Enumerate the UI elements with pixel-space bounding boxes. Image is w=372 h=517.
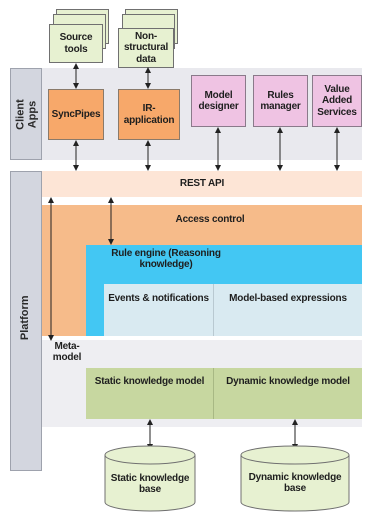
- static-knowledge-base-top: [104, 445, 196, 465]
- knowledge-models-panel: [86, 368, 362, 419]
- models-divider: [213, 368, 214, 419]
- app-syncpipes: SyncPipes: [48, 89, 104, 140]
- rest-api-layer: REST API: [42, 171, 362, 197]
- platform-label-box: Platform: [10, 171, 42, 471]
- events-expressions-panel: [104, 284, 362, 336]
- app-model-designer: Model designer: [191, 75, 246, 127]
- meta-model-label: Meta-model: [52, 340, 82, 364]
- app-rules-manager: Rules manager: [253, 75, 308, 127]
- dynamic-knowledge-base-cylinder: [240, 455, 350, 512]
- static-knowledge-base-label: Static knowledge base: [110, 472, 190, 496]
- app-ir-application: IR-application: [118, 89, 180, 140]
- access-control-label: Access control: [175, 214, 245, 226]
- dynamic-knowledge-model: Dynamic knowledge model: [226, 376, 350, 388]
- model-based-expressions-label: Model-based expressions: [229, 293, 347, 305]
- dynamic-knowledge-base-label: Dynamic knowledge base: [248, 471, 342, 495]
- client-apps-label-box: Client Apps: [10, 68, 42, 160]
- app-value-added-services: Value Added Services: [312, 75, 362, 127]
- source-tools-doc: Source tools: [49, 24, 103, 63]
- events-notifications-label: Events & notifications: [108, 293, 209, 305]
- static-knowledge-base-cylinder: [104, 455, 196, 512]
- static-knowledge-model: Static knowledge model: [94, 376, 205, 388]
- dynamic-knowledge-base-top: [240, 445, 350, 465]
- panel-divider: [213, 284, 214, 336]
- rule-engine-label: Rule engine (Reasoning knowledge): [111, 247, 221, 271]
